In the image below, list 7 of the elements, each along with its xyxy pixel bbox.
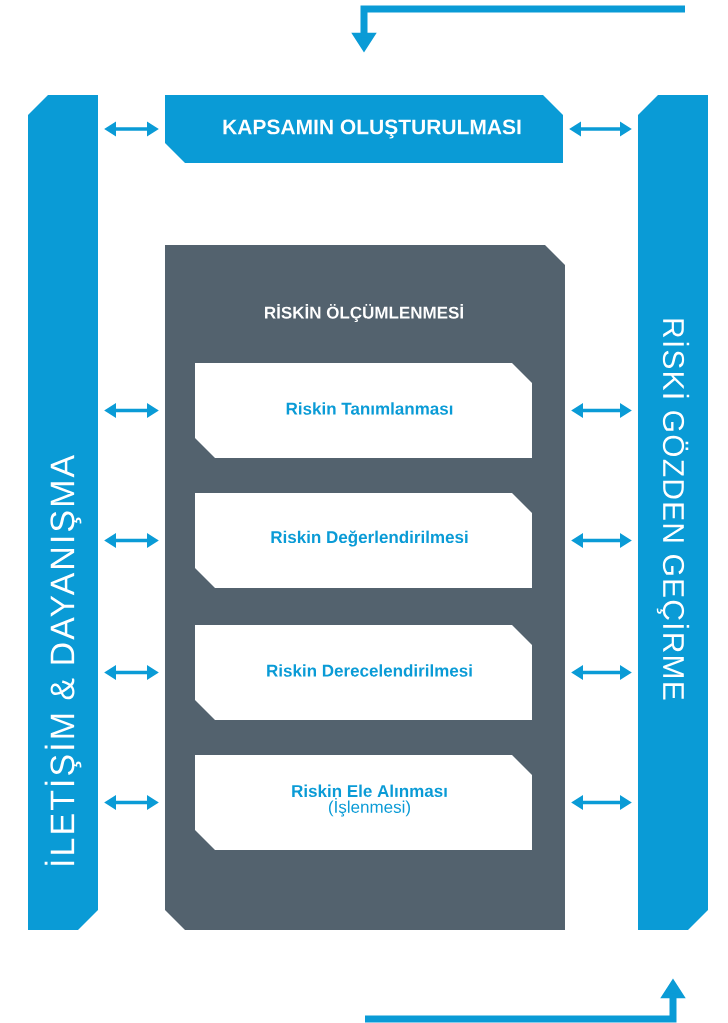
side-bar: İLETİŞİM & DAYANIŞMA bbox=[28, 95, 98, 930]
process-box: Riskin Değerlendirilmesi bbox=[195, 493, 532, 588]
process-box: Riskin Derecelendirilmesi bbox=[195, 625, 532, 720]
side-bar: RİSKİ GÖZDEN GEÇİRME bbox=[638, 95, 708, 930]
process-box: Riskin Tanımlanması bbox=[195, 363, 532, 458]
process-box: Riskin Ele Alınması (İşlenmesi) bbox=[195, 755, 532, 850]
process-box: KAPSAMIN OLUŞTURULMASI bbox=[165, 95, 563, 163]
